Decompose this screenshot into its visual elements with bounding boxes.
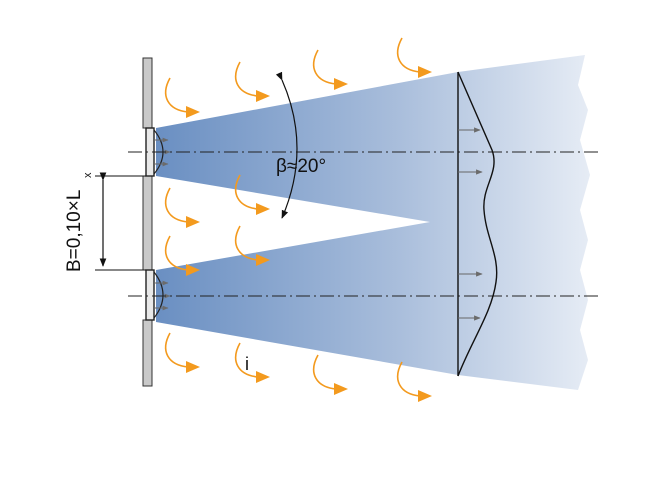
induced-air-arrowhead bbox=[186, 106, 200, 118]
induced-air-curve bbox=[164, 77, 189, 113]
induced-air-arrowhead bbox=[186, 216, 200, 228]
nozzle-profile-lower bbox=[153, 271, 164, 319]
induced-air-curve bbox=[164, 235, 189, 271]
induced-air-arrowhead bbox=[334, 78, 348, 90]
induced-air-arrowhead bbox=[256, 203, 270, 215]
nozzle-lower bbox=[145, 269, 155, 321]
induced-air-curve bbox=[396, 37, 421, 73]
induced-air-curve bbox=[234, 174, 259, 210]
merged-jet-region bbox=[156, 55, 590, 390]
induced-air-curve bbox=[234, 342, 259, 378]
induced-air-curve bbox=[312, 49, 337, 85]
induction-marker-label: i bbox=[245, 354, 249, 374]
induced-air-curve bbox=[234, 225, 259, 261]
induced-air-arrowhead bbox=[256, 90, 270, 102]
induced-air-arrowhead bbox=[186, 264, 200, 276]
induced-air-curve bbox=[164, 187, 189, 223]
induced-air-curve bbox=[396, 361, 421, 397]
velocity-profile bbox=[457, 71, 498, 377]
induced-air-curve bbox=[312, 354, 337, 390]
angle-arc bbox=[275, 71, 298, 219]
induced-air-arrowhead bbox=[418, 66, 432, 78]
spacing-subscript: x bbox=[82, 172, 94, 178]
spacing-label: B=0,10×L bbox=[64, 190, 85, 272]
angle-label: β≈20° bbox=[276, 156, 326, 177]
induced-air-arrowhead bbox=[418, 390, 432, 402]
induced-air-curve bbox=[164, 332, 189, 368]
induced-air-arrowhead bbox=[256, 371, 270, 383]
wall-top bbox=[142, 57, 153, 129]
induced-air-curve bbox=[234, 61, 259, 97]
induced-air-arrows bbox=[164, 37, 432, 402]
wall-mid bbox=[142, 175, 153, 271]
induced-air-arrowhead bbox=[186, 361, 200, 373]
induced-air-arrowhead bbox=[256, 254, 270, 266]
wall-bottom bbox=[142, 319, 153, 387]
induced-air-arrowhead bbox=[334, 383, 348, 395]
